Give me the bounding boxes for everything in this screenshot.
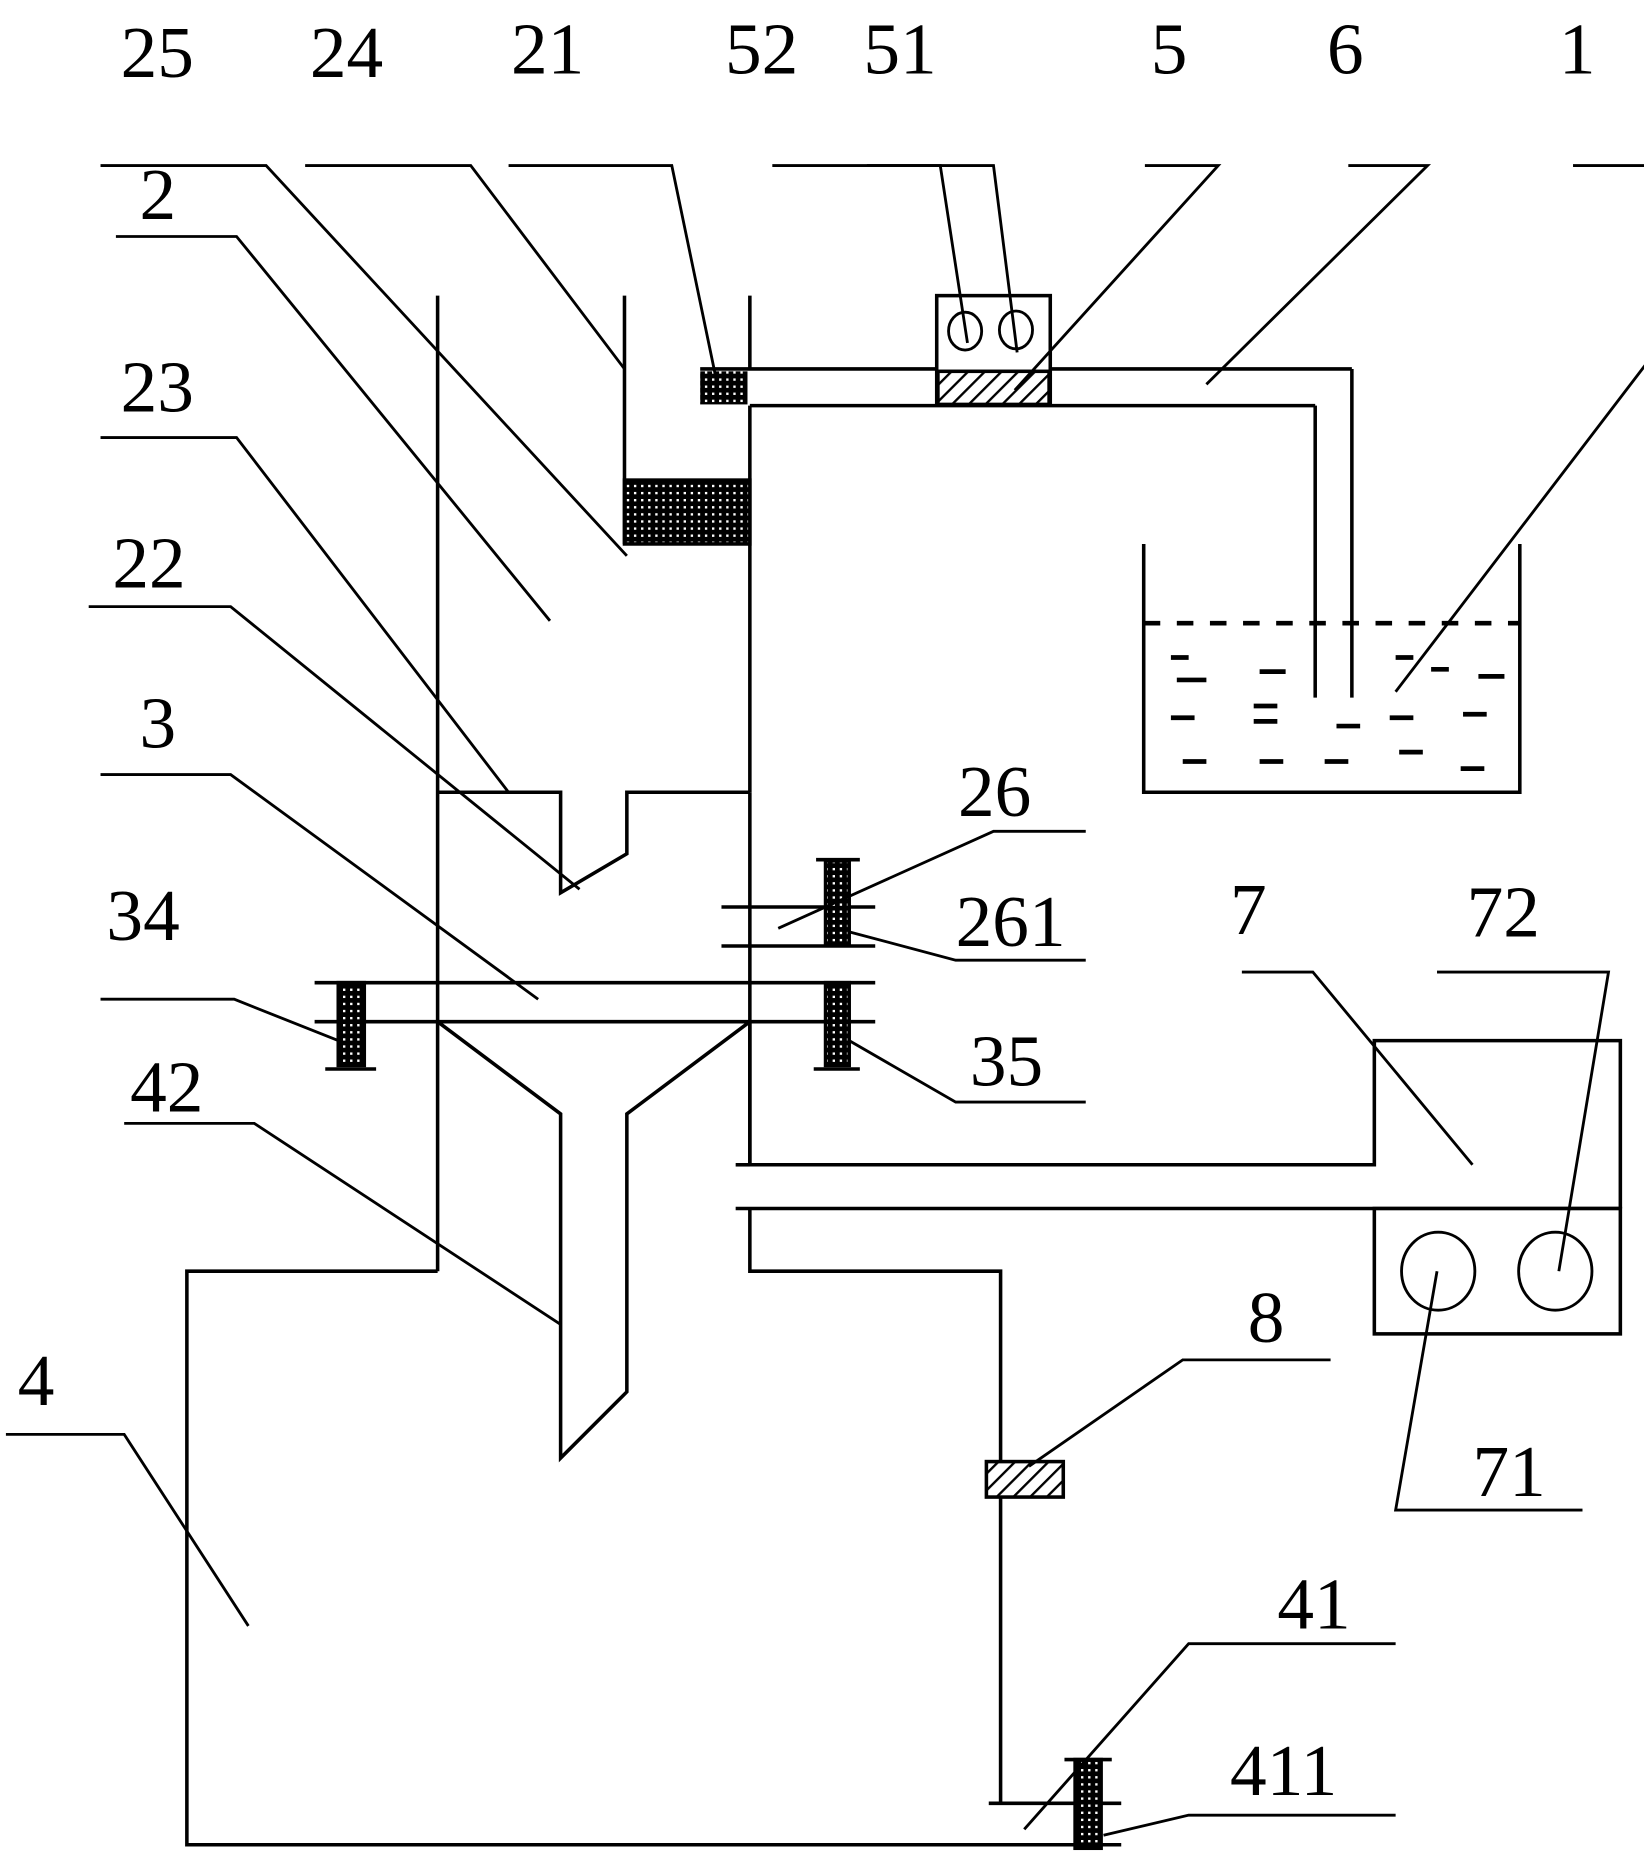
label-52: 52	[725, 8, 798, 89]
label-261: 261	[956, 881, 1066, 962]
label-3: 3	[140, 682, 177, 763]
label-21: 21	[511, 8, 584, 89]
label-71: 71	[1473, 1431, 1546, 1512]
upper-tank-2	[435, 295, 752, 1272]
label-35: 35	[970, 1021, 1043, 1102]
beaker-1	[1141, 543, 1522, 795]
label-6: 6	[1327, 8, 1364, 89]
liquid-marks	[1170, 655, 1505, 771]
label-24: 24	[310, 12, 383, 93]
label-26: 26	[958, 751, 1031, 832]
label-2: 2	[140, 154, 177, 235]
valve-35	[823, 980, 851, 1068]
label-72: 72	[1467, 872, 1540, 953]
label-42: 42	[130, 1047, 203, 1128]
label-1: 1	[1559, 8, 1596, 89]
valve-8	[984, 1459, 1066, 1499]
valve-52-mesh	[700, 371, 748, 405]
control-unit-7	[1372, 1206, 1623, 1336]
label-23: 23	[121, 347, 194, 428]
pipe-7	[735, 1021, 1623, 1211]
label-51: 51	[863, 8, 936, 89]
label-4: 4	[18, 1340, 55, 1421]
label-25: 25	[121, 12, 194, 93]
gauge-52-icon	[947, 310, 984, 352]
label-5: 5	[1151, 8, 1188, 89]
label-41: 41	[1277, 1563, 1350, 1644]
mesh-filter-25	[622, 478, 752, 546]
outlet-valve-411	[1064, 1757, 1112, 1851]
label-22: 22	[112, 523, 185, 604]
transfer-pipe-3	[314, 980, 876, 1071]
lower-tank-4	[185, 1208, 1122, 1847]
valve-34	[336, 980, 367, 1068]
label-7: 7	[1230, 869, 1267, 950]
partition-hopper-22	[437, 790, 750, 896]
sensor-housing-5	[934, 293, 1053, 407]
gauge-71-icon	[1400, 1230, 1477, 1312]
label-411: 411	[1230, 1730, 1337, 1811]
labels: 25 24 21 52 51 5 6 1 2 23 22 3 34 42 4 2…	[18, 8, 1596, 1811]
label-8: 8	[1248, 1277, 1285, 1358]
funnel-42	[436, 1020, 751, 1463]
gauge-72-icon	[1517, 1230, 1594, 1312]
gas-pipe-6	[700, 367, 1354, 698]
label-34: 34	[106, 875, 179, 956]
leader-lines	[5, 164, 1644, 1837]
